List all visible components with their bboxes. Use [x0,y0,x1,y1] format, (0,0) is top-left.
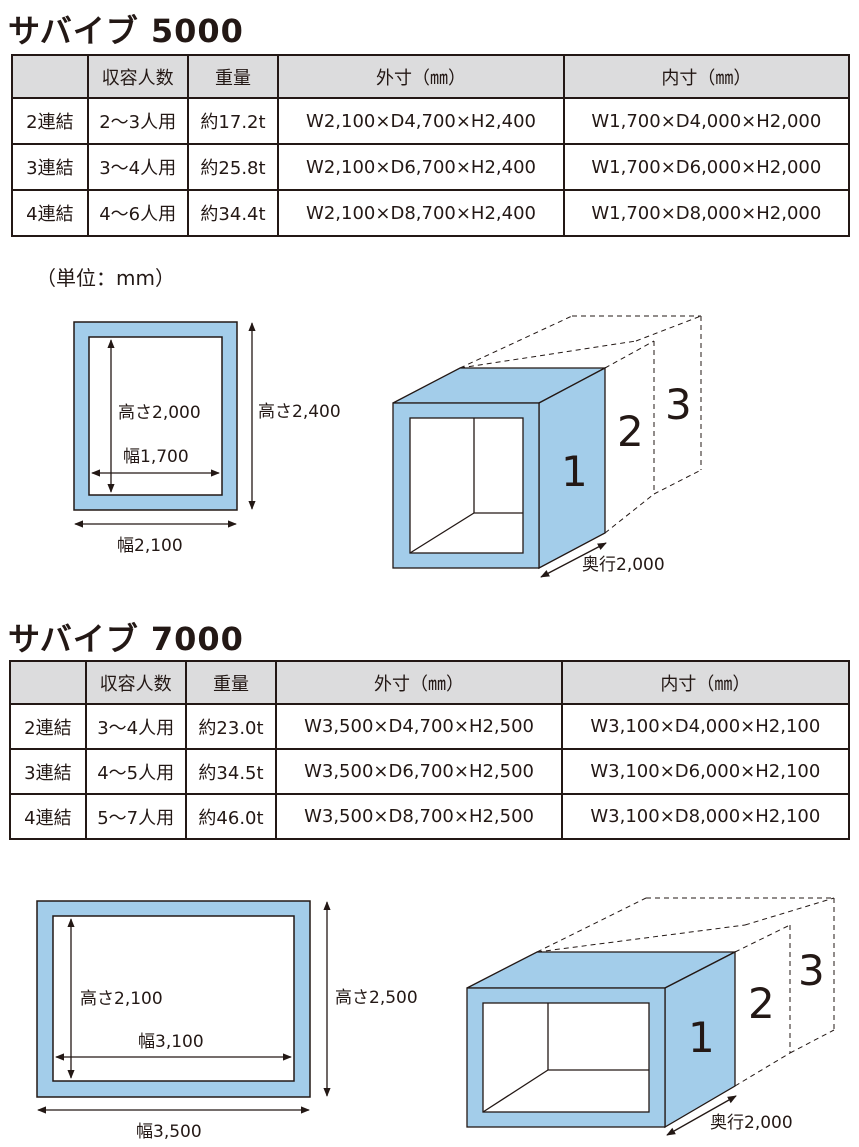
inner-width-label: 幅3,100 [138,1032,204,1052]
depth-label: 奥行2,000 [710,1113,793,1133]
outer-width-label: 幅2,100 [117,536,183,556]
section-title-5000: サバイブ 5000 [8,12,244,50]
depth-label: 奥行2,000 [582,555,665,575]
table-header-row: 収容人数 重量 外寸（㎜） 内寸（㎜） [9,660,851,705]
diagram-5000: 高さ2,000 幅1,700 高さ2,400 幅2,100 1 2 3 奥行2,… [73,315,702,578]
header-inner-size: 内寸（㎜） [560,660,851,705]
cell-config: 4連結 [11,189,89,237]
cell-weight: 約17.2t [186,97,280,145]
iso-view-7000: 1 2 3 奥行2,000 [466,897,835,1136]
table-row: 3連結 3〜4人用 約25.8t W2,100×D6,700×H2,400 W1… [11,143,851,191]
cell-outer-size: W2,100×D8,700×H2,400 [277,189,565,237]
spec-table-7000: 収容人数 重量 外寸（㎜） 内寸（㎜） 2連結 3〜4人用 約23.0t W3,… [9,660,851,840]
header-cell [9,660,87,705]
cell-capacity: 3〜4人用 [84,703,187,750]
cell-capacity: 4〜5人用 [84,748,187,795]
cell-weight: 約34.4t [186,189,280,237]
spec-table-5000: 収容人数 重量 外寸（㎜） 内寸（㎜） 2連結 2〜3人用 約17.2t W2,… [11,54,851,237]
dashed-module-outline [459,315,702,534]
cell-outer-size: W2,100×D4,700×H2,400 [277,97,565,145]
cell-config: 2連結 [11,97,89,145]
diagram-7000: 高さ2,100 幅3,100 高さ2,500 幅3,500 1 2 3 奥行2,… [36,897,835,1142]
cell-inner-size: W3,100×D4,000×H2,100 [560,703,851,750]
cell-weight: 約23.0t [184,703,278,750]
outer-height-label: 高さ2,500 [335,988,418,1008]
front-view-5000: 高さ2,000 幅1,700 高さ2,400 幅2,100 [73,321,341,556]
cell-inner-size: W3,100×D8,000×H2,100 [560,793,851,840]
outer-height-label: 高さ2,400 [258,402,341,422]
module-label-3: 3 [798,946,825,995]
module-label-1: 1 [561,447,588,496]
module-label-3: 3 [665,380,692,429]
cell-capacity: 2〜3人用 [86,97,189,145]
table-row: 2連結 2〜3人用 約17.2t W2,100×D4,700×H2,400 W1… [11,97,851,145]
cell-inner-size: W1,700×D4,000×H2,000 [562,97,851,145]
cell-outer-size: W3,500×D8,700×H2,500 [275,793,563,840]
cell-inner-size: W1,700×D6,000×H2,000 [562,143,851,191]
cell-inner-size: W3,100×D6,000×H2,100 [560,748,851,795]
cell-config: 4連結 [9,793,87,840]
inner-height-label: 高さ2,100 [80,989,163,1009]
cell-config: 2連結 [9,703,87,750]
dashed-module-outline [536,897,835,1087]
table-header-row: 収容人数 重量 外寸（㎜） 内寸（㎜） [11,54,851,99]
iso-view-5000: 1 2 3 奥行2,000 [392,315,702,578]
header-weight: 重量 [184,660,278,705]
cell-capacity: 4〜6人用 [86,189,189,237]
table-row: 3連結 4〜5人用 約34.5t W3,500×D6,700×H2,500 W3… [9,748,851,795]
table-row: 4連結 4〜6人用 約34.4t W2,100×D8,700×H2,400 W1… [11,189,851,237]
header-weight: 重量 [186,54,280,99]
front-opening [409,417,524,554]
outer-width-label: 幅3,500 [136,1122,202,1142]
depth-arrow [540,542,607,578]
cell-capacity: 3〜4人用 [86,143,189,191]
table-row: 4連結 5〜7人用 約46.0t W3,500×D8,700×H2,500 W3… [9,793,851,840]
cell-capacity: 5〜7人用 [84,793,187,840]
header-capacity: 収容人数 [86,54,189,99]
inner-width-label: 幅1,700 [123,447,189,467]
cell-config: 3連結 [9,748,87,795]
cell-weight: 約34.5t [184,748,278,795]
inner-height-label: 高さ2,000 [118,403,201,423]
section-title-7000: サバイブ 7000 [8,620,244,658]
cell-config: 3連結 [11,143,89,191]
table-row: 2連結 3〜4人用 約23.0t W3,500×D4,700×H2,500 W3… [9,703,851,750]
header-outer-size: 外寸（㎜） [275,660,563,705]
front-view-7000: 高さ2,100 幅3,100 高さ2,500 幅3,500 [36,900,418,1142]
cell-weight: 約25.8t [186,143,280,191]
header-capacity: 収容人数 [84,660,187,705]
module-label-2: 2 [617,407,644,456]
header-inner-size: 内寸（㎜） [562,54,851,99]
header-outer-size: 外寸（㎜） [277,54,565,99]
cell-outer-size: W3,500×D4,700×H2,500 [275,703,563,750]
cell-outer-size: W2,100×D6,700×H2,400 [277,143,565,191]
cell-weight: 約46.0t [184,793,278,840]
depth-arrow [666,1095,737,1136]
module-label-1: 1 [688,1013,715,1062]
cell-outer-size: W3,500×D6,700×H2,500 [275,748,563,795]
module-label-2: 2 [748,979,775,1028]
header-cell [11,54,89,99]
cell-inner-size: W1,700×D8,000×H2,000 [562,189,851,237]
unit-note: （単位：mm） [36,266,175,290]
